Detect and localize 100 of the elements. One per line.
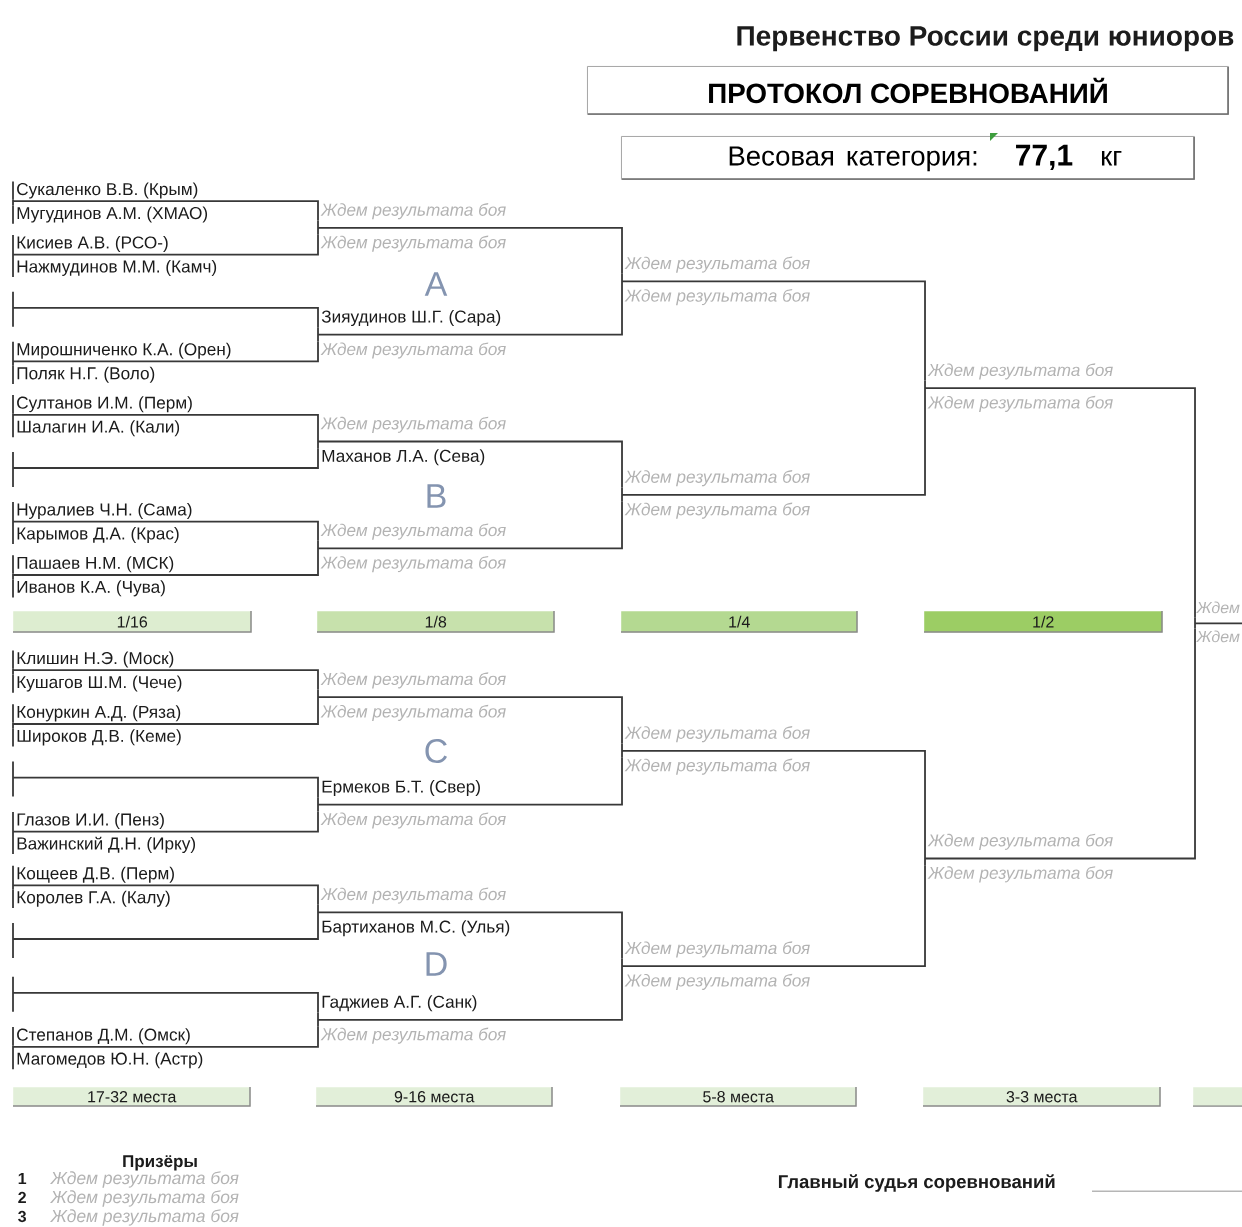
fighter-name: Сукаленко В.В. (Крым) (12, 180, 198, 201)
bracket-line (317, 756, 623, 813)
pending-result: Ждем результата боя (927, 363, 1113, 380)
weight-box: Весовая категория: 77,1 кг (621, 136, 1195, 180)
fighter-name: Нажмудинов М.М. (Камч) (12, 258, 217, 278)
fighter-name: Глазов И.И. (Пенз) (12, 811, 164, 831)
bracket-line (12, 519, 319, 542)
pending-result: Ждем результата боя (50, 1209, 239, 1226)
bracket-line (12, 306, 319, 329)
pending-result: Ждем результата боя (320, 235, 506, 252)
bracket-line (12, 918, 319, 940)
fighter-name: Клишин Н.Э. (Моск) (12, 649, 174, 670)
fighter-name: Мирошниченко К.А. (Орен) (12, 340, 231, 361)
bracket-line (621, 864, 926, 974)
fighter-name: Широков Д.В. (Кеме) (12, 727, 181, 748)
pending-result: Ждем результата боя (624, 502, 810, 519)
places-bar (1192, 1087, 1242, 1107)
round-bar: 1/8 (316, 610, 555, 633)
place-number: 3 (18, 1210, 26, 1223)
places-bar: 17-32 места (12, 1086, 251, 1107)
fighter-name: Пашаев Н.М. (МСК) (12, 554, 174, 575)
pending-result: Ждем результата боя (50, 1171, 239, 1188)
fighter-name: Королев Г.А. (Калу) (12, 888, 170, 909)
fighter-name: Степанов Д.М. (Омск) (12, 1026, 190, 1047)
fighter-name: Конуркин А.Д. (Ряза) (12, 703, 181, 724)
bracket-line (12, 340, 319, 367)
fighter-name: Зияудинов Ш.Г. (Сара) (321, 310, 501, 327)
bracket-line (621, 272, 926, 382)
bracket-line (317, 219, 623, 275)
pending-result: Ждем результата боя (624, 758, 810, 775)
bracket-line (12, 1025, 319, 1052)
group-letter: D (426, 952, 447, 976)
bracket-line (924, 627, 1196, 867)
group-letter: C (425, 738, 447, 764)
section-heading: Призёры (123, 1155, 197, 1171)
bracket-line (1194, 616, 1242, 630)
group-letter: B (427, 484, 446, 508)
fighter-name: Гаджиев А.Г. (Санк) (322, 995, 477, 1012)
pending-result: Ждем результата боя (927, 395, 1113, 412)
pending-result: Ждем результата боя (927, 833, 1113, 850)
pending-result: Ждем (1196, 630, 1240, 643)
round-bar: 1/2 (923, 610, 1163, 633)
bracket-line (12, 667, 319, 691)
bracket-line (12, 703, 319, 730)
bracket-line (621, 742, 926, 852)
bracket-line (12, 991, 319, 1014)
fighter-name: Важинский Д.Н. (Ирку) (12, 835, 196, 855)
fighter-name: Султанов И.М. (Перм) (12, 394, 192, 415)
places-bar: 9-16 места (315, 1086, 553, 1107)
bracket-line (317, 500, 623, 556)
group-letter: A (424, 272, 448, 296)
pending-result: Ждем результата боя (320, 704, 506, 721)
bracket-line (12, 447, 319, 469)
fighter-name: Кисиев А.В. (РСО-) (12, 234, 168, 254)
fighter-name: Кощеев Д.В. (Перм) (12, 864, 174, 885)
fighter-name: Мугудинов А.М. (ХМАО) (12, 204, 208, 225)
bracket-line (317, 972, 623, 1028)
pending-result: Ждем результата боя (624, 256, 810, 273)
place-number: 1 (18, 1173, 27, 1184)
pending-result: Ждем результата боя (50, 1190, 239, 1207)
fighter-name: Магомедов Ю.Н. (Астр) (12, 1050, 203, 1071)
fighter-name: Бартиханов М.С. (Улья) (322, 920, 510, 937)
pending-result: Ждем результата боя (320, 887, 506, 904)
fighter-name: Поляк Н.Г. (Воло) (12, 364, 155, 385)
pending-result: Ждем результата боя (320, 672, 506, 689)
bracket-line (317, 903, 623, 960)
pending-result: Ждем результата боя (624, 973, 810, 990)
bracket-line (12, 810, 319, 837)
bracket-line (12, 776, 319, 799)
fighter-name: Иванов К.А. (Чува) (12, 578, 165, 599)
pending-result: Ждем результата боя (320, 342, 506, 359)
bracket-line (924, 379, 1196, 619)
pending-result: Ждем результата боя (320, 523, 506, 540)
pending-result: Ждем результата боя (624, 289, 810, 306)
title-box: ПРОТОКОЛ СОРЕВНОВАНИЙ (587, 66, 1229, 115)
bracket-line (317, 688, 623, 745)
pending-result: Ждем результата боя (624, 470, 810, 487)
signature-label: Главный судья соревнований (778, 1174, 1055, 1192)
round-bar: 1/16 (12, 610, 252, 633)
bracket-line (317, 433, 623, 489)
bracket-line (12, 198, 319, 222)
fighter-name: Кушагов Ш.М. (Чече) (12, 673, 182, 694)
pending-result: Ждем результата боя (320, 416, 506, 433)
bracket-line (12, 412, 319, 435)
pending-result: Ждем результата боя (320, 556, 506, 573)
places-bar: 3-3 места (922, 1086, 1161, 1107)
pending-result: Ждем результата боя (624, 941, 810, 958)
fighter-name: Ермеков Б.Т. (Свер) (322, 780, 480, 797)
pending-result: Ждем результата боя (320, 1027, 506, 1044)
bracket-line (621, 394, 926, 503)
pending-result: Ждем результата боя (927, 866, 1113, 883)
place-number: 2 (18, 1191, 26, 1203)
bracket-line (12, 883, 319, 906)
bracket-line (12, 233, 319, 260)
round-bar: 1/4 (620, 610, 858, 633)
fighter-name: Нуралиев Ч.Н. (Сама) (12, 501, 192, 521)
pending-result: Ждем результата боя (624, 726, 810, 743)
pending-result: Ждем (1196, 601, 1240, 614)
pending-result: Ждем результата боя (320, 812, 506, 829)
bracket-line (317, 287, 623, 343)
